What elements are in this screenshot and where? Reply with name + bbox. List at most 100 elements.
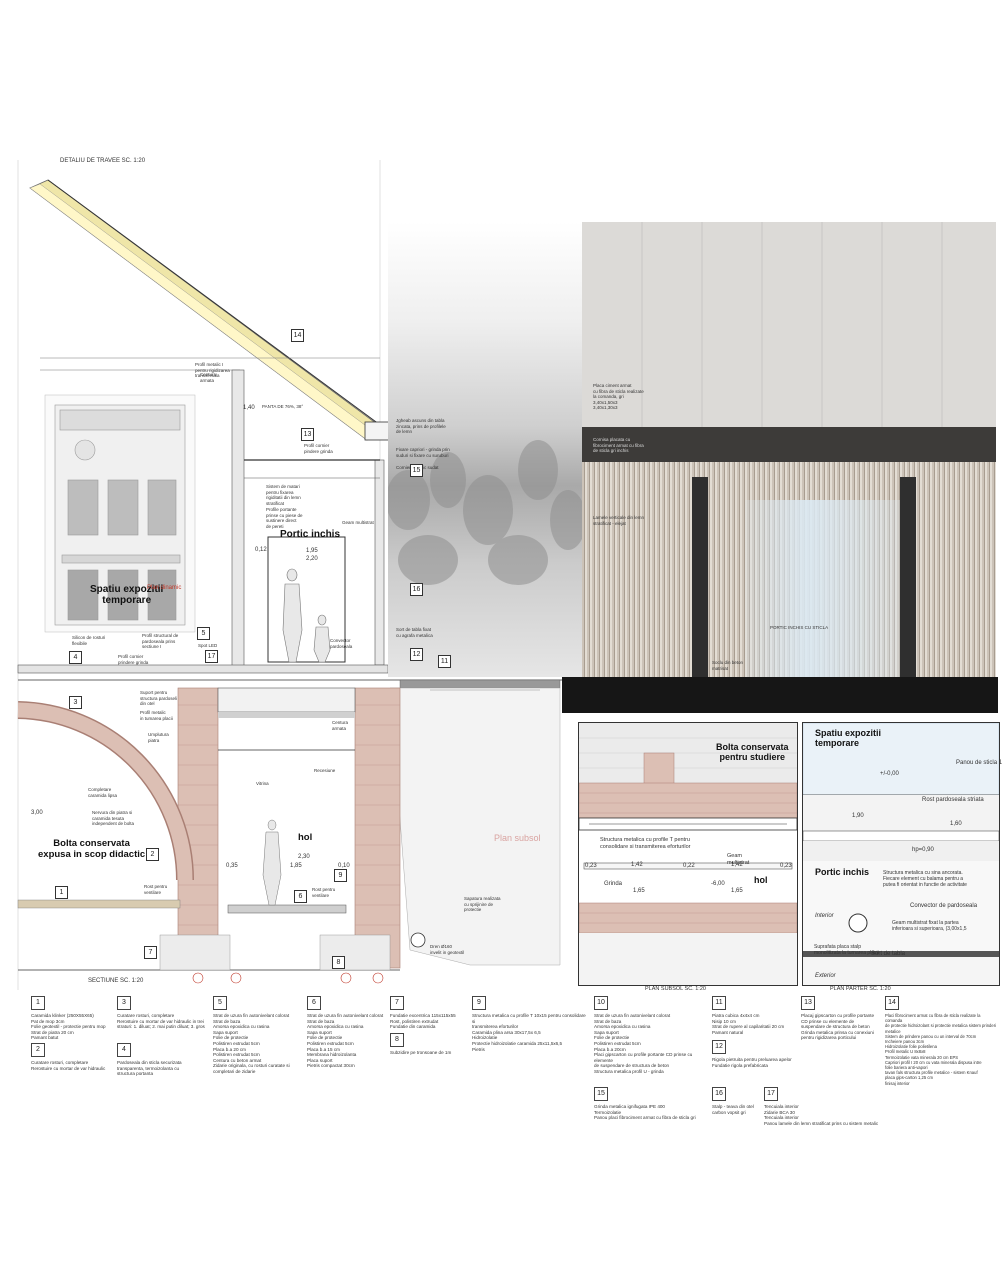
- marker-16: 16: [410, 583, 423, 596]
- plan-subsol-label: Plan subsol: [494, 833, 541, 843]
- lbl-convector: Convector pardoseala: [330, 638, 353, 649]
- space-hol: hol: [298, 832, 313, 843]
- lbl-centura: Centura armata: [200, 372, 217, 383]
- ground-rost: Rost pardoseala striata: [922, 797, 984, 803]
- ground-sort: Sort de tabla: [871, 951, 906, 957]
- lbl-sort-tabla: Sort de tabla fixat cu agrafa metalica: [396, 627, 433, 638]
- bsmt-dim-142a: 1,42: [631, 862, 643, 868]
- lbl-vitrina: Vitrina: [256, 781, 269, 786]
- lbl-centura2: Centura armata: [332, 720, 349, 731]
- lbl-rost-ventilare2: Rost pentru ventilare: [312, 887, 336, 898]
- ground-level: +/-0,00: [880, 771, 899, 777]
- marker-1: 1: [55, 886, 68, 899]
- legend-text-13: Placaj gipscarton cu profile portante CD…: [801, 1013, 875, 1041]
- lbl-panta: PANTA DE 76%, 38°: [262, 404, 304, 409]
- legend-text-16: Stalp - teava din otel carbon vopsit gri: [712, 1104, 754, 1115]
- legend-num-10: 10: [594, 996, 608, 1010]
- legend-text-3: Curatare rosturi, completare Rerostuire …: [117, 1013, 205, 1030]
- lbl-geam-multistrat: Geam multistrat: [342, 520, 374, 525]
- label-cornisa: Cornisa placata cu fibrociment armat cu …: [593, 437, 644, 453]
- ground-geam: Geam multistrat fixat la partea inferioa…: [892, 920, 967, 932]
- legend-num-11: 11: [712, 996, 726, 1010]
- legend-text-7: Fundatie excentrica 115x115x55 Rost, pol…: [390, 1013, 456, 1030]
- bsmt-dim-023a: 0,23: [585, 863, 597, 869]
- dim-300: 3,00: [31, 810, 43, 816]
- space-expozitii: Spatiu expozitii temporare: [90, 584, 164, 606]
- legend-num-17: 17: [764, 1087, 778, 1101]
- label-lamele: Lamele verticale din lemn stratificat - …: [593, 515, 645, 526]
- marker-6: 6: [294, 890, 307, 903]
- bsmt-grinda: Grinda: [604, 881, 623, 887]
- legend-text-15: Grinda metalica ignifugata IPE 400 Termo…: [594, 1104, 696, 1121]
- legend-text-1: Caramida klinker (250X55X65) Pat de mop …: [31, 1013, 106, 1041]
- lbl-profil-cornier: Profil cornier pindere grinda: [304, 443, 333, 454]
- dim-230: 2,30: [298, 854, 310, 860]
- legend-num-16: 16: [712, 1087, 726, 1101]
- marker-13: 13: [301, 428, 314, 441]
- elevation-panels: [582, 222, 996, 427]
- legend-num-9: 9: [472, 996, 486, 1010]
- cornice: [582, 427, 996, 462]
- section-title: SECTIUNE SC. 1:20: [88, 978, 144, 984]
- ground-title: PLAN PARTER SC. 1:20: [830, 986, 891, 992]
- label-soclu: Soclu din beton matrisat: [712, 660, 744, 671]
- ground-interior: Interior: [815, 913, 834, 919]
- ground-panou: Panou de sticla 1: [956, 760, 1003, 766]
- marker-3: 3: [69, 696, 82, 709]
- label-portic-sticla: PORTIC INCHIS CU STICLA: [770, 625, 829, 630]
- dim-010: 0,10: [338, 863, 350, 869]
- legend-num-8: 8: [390, 1033, 404, 1047]
- ground-dim-160: 1,60: [950, 821, 962, 827]
- column-2: [900, 477, 916, 677]
- legend-text-6: Strat de uzura fin autonivelant colorat …: [307, 1013, 384, 1069]
- dim-220: 2,20: [306, 556, 318, 562]
- ground-portic: Portic inchis: [815, 867, 870, 877]
- dim-195: 1,95: [306, 548, 318, 554]
- bsmt-dim-022: 0,22: [683, 863, 695, 869]
- lbl-profile-portante: Profile portante prinse cu piese de sust…: [266, 507, 303, 529]
- legend-num-6: 6: [307, 996, 321, 1010]
- lbl-silicon: Silicon de rosturi flexibile: [72, 635, 106, 646]
- bsmt-dim-165b: 1,65: [731, 888, 743, 894]
- bsmt-geam: Geam multistrat: [727, 853, 750, 866]
- marker-17: 17: [205, 650, 218, 663]
- legend-num-5: 5: [213, 996, 227, 1010]
- ground-plan: [802, 722, 1000, 986]
- bsmt-level: -6,00: [711, 881, 725, 887]
- legend-num-7: 7: [390, 996, 404, 1010]
- lbl-profil-tamburi: Profil metalic in tumarea placii: [140, 710, 173, 721]
- portic-opening: [745, 500, 900, 677]
- brick-wall-right: [354, 687, 401, 969]
- ground-convector: Convector de pardoseala: [910, 903, 978, 909]
- marker-2: 2: [146, 848, 159, 861]
- marker-12: 12: [410, 648, 423, 661]
- lbl-fixare: Fixare capriori - grinda prin suduri si …: [396, 447, 450, 458]
- ground-spatiu: Spatiu expozitii temporare: [815, 728, 882, 748]
- legend-num-13: 13: [801, 996, 815, 1010]
- lbl-sapatura: Sapatura realizata cu sprijinire de prot…: [464, 896, 501, 912]
- legend-num-4: 4: [117, 1043, 131, 1057]
- bsmt-structura: Structura metalica cu profile T pentru c…: [600, 837, 691, 850]
- lbl-nervura: Nervura din piatra si caramida tesuta in…: [92, 810, 135, 826]
- marker-4: 4: [69, 651, 82, 664]
- bsmt-dim-142b: 1,42: [731, 862, 743, 868]
- marker-9: 9: [334, 869, 347, 882]
- lbl-dren: Dren Ø160 invelit in geotextil: [430, 944, 465, 955]
- bsmt-bolta: Bolta conservata pentru studiere: [716, 742, 789, 762]
- plan-dinamic-label: Plan dinamic: [147, 585, 182, 591]
- forest-silhouettes: [388, 440, 582, 585]
- marker-7: 7: [144, 946, 157, 959]
- basement-title: PLAN SUBSOL SC. 1:20: [645, 986, 706, 992]
- lbl-sistem-mobil: Sistem de matari pentru fixarea rigidita…: [266, 484, 301, 506]
- dim-012: 0,12: [255, 547, 267, 553]
- legend-num-15: 15: [594, 1087, 608, 1101]
- legend-num-12: 12: [712, 1040, 726, 1054]
- lbl-profil-cornier2: Profil cornier prindere grinda: [118, 654, 149, 665]
- lbl-profil-structural: Profil structural de pardoseala prins se…: [142, 633, 179, 649]
- lbl-profil-metalic: Profil metalic I pentru rigidizarea tran…: [195, 362, 230, 378]
- legend-text-12: Rigola pietruita pentru preluarea apelor…: [712, 1057, 792, 1068]
- soclu: [562, 677, 998, 713]
- legend-text-9: Structura metalica cu profile T 10x15 pe…: [472, 1013, 586, 1052]
- bsmt-dim-165a: 1,65: [633, 888, 645, 894]
- ground-structura: Structura metalica cu sina ancorata. Fie…: [883, 870, 967, 888]
